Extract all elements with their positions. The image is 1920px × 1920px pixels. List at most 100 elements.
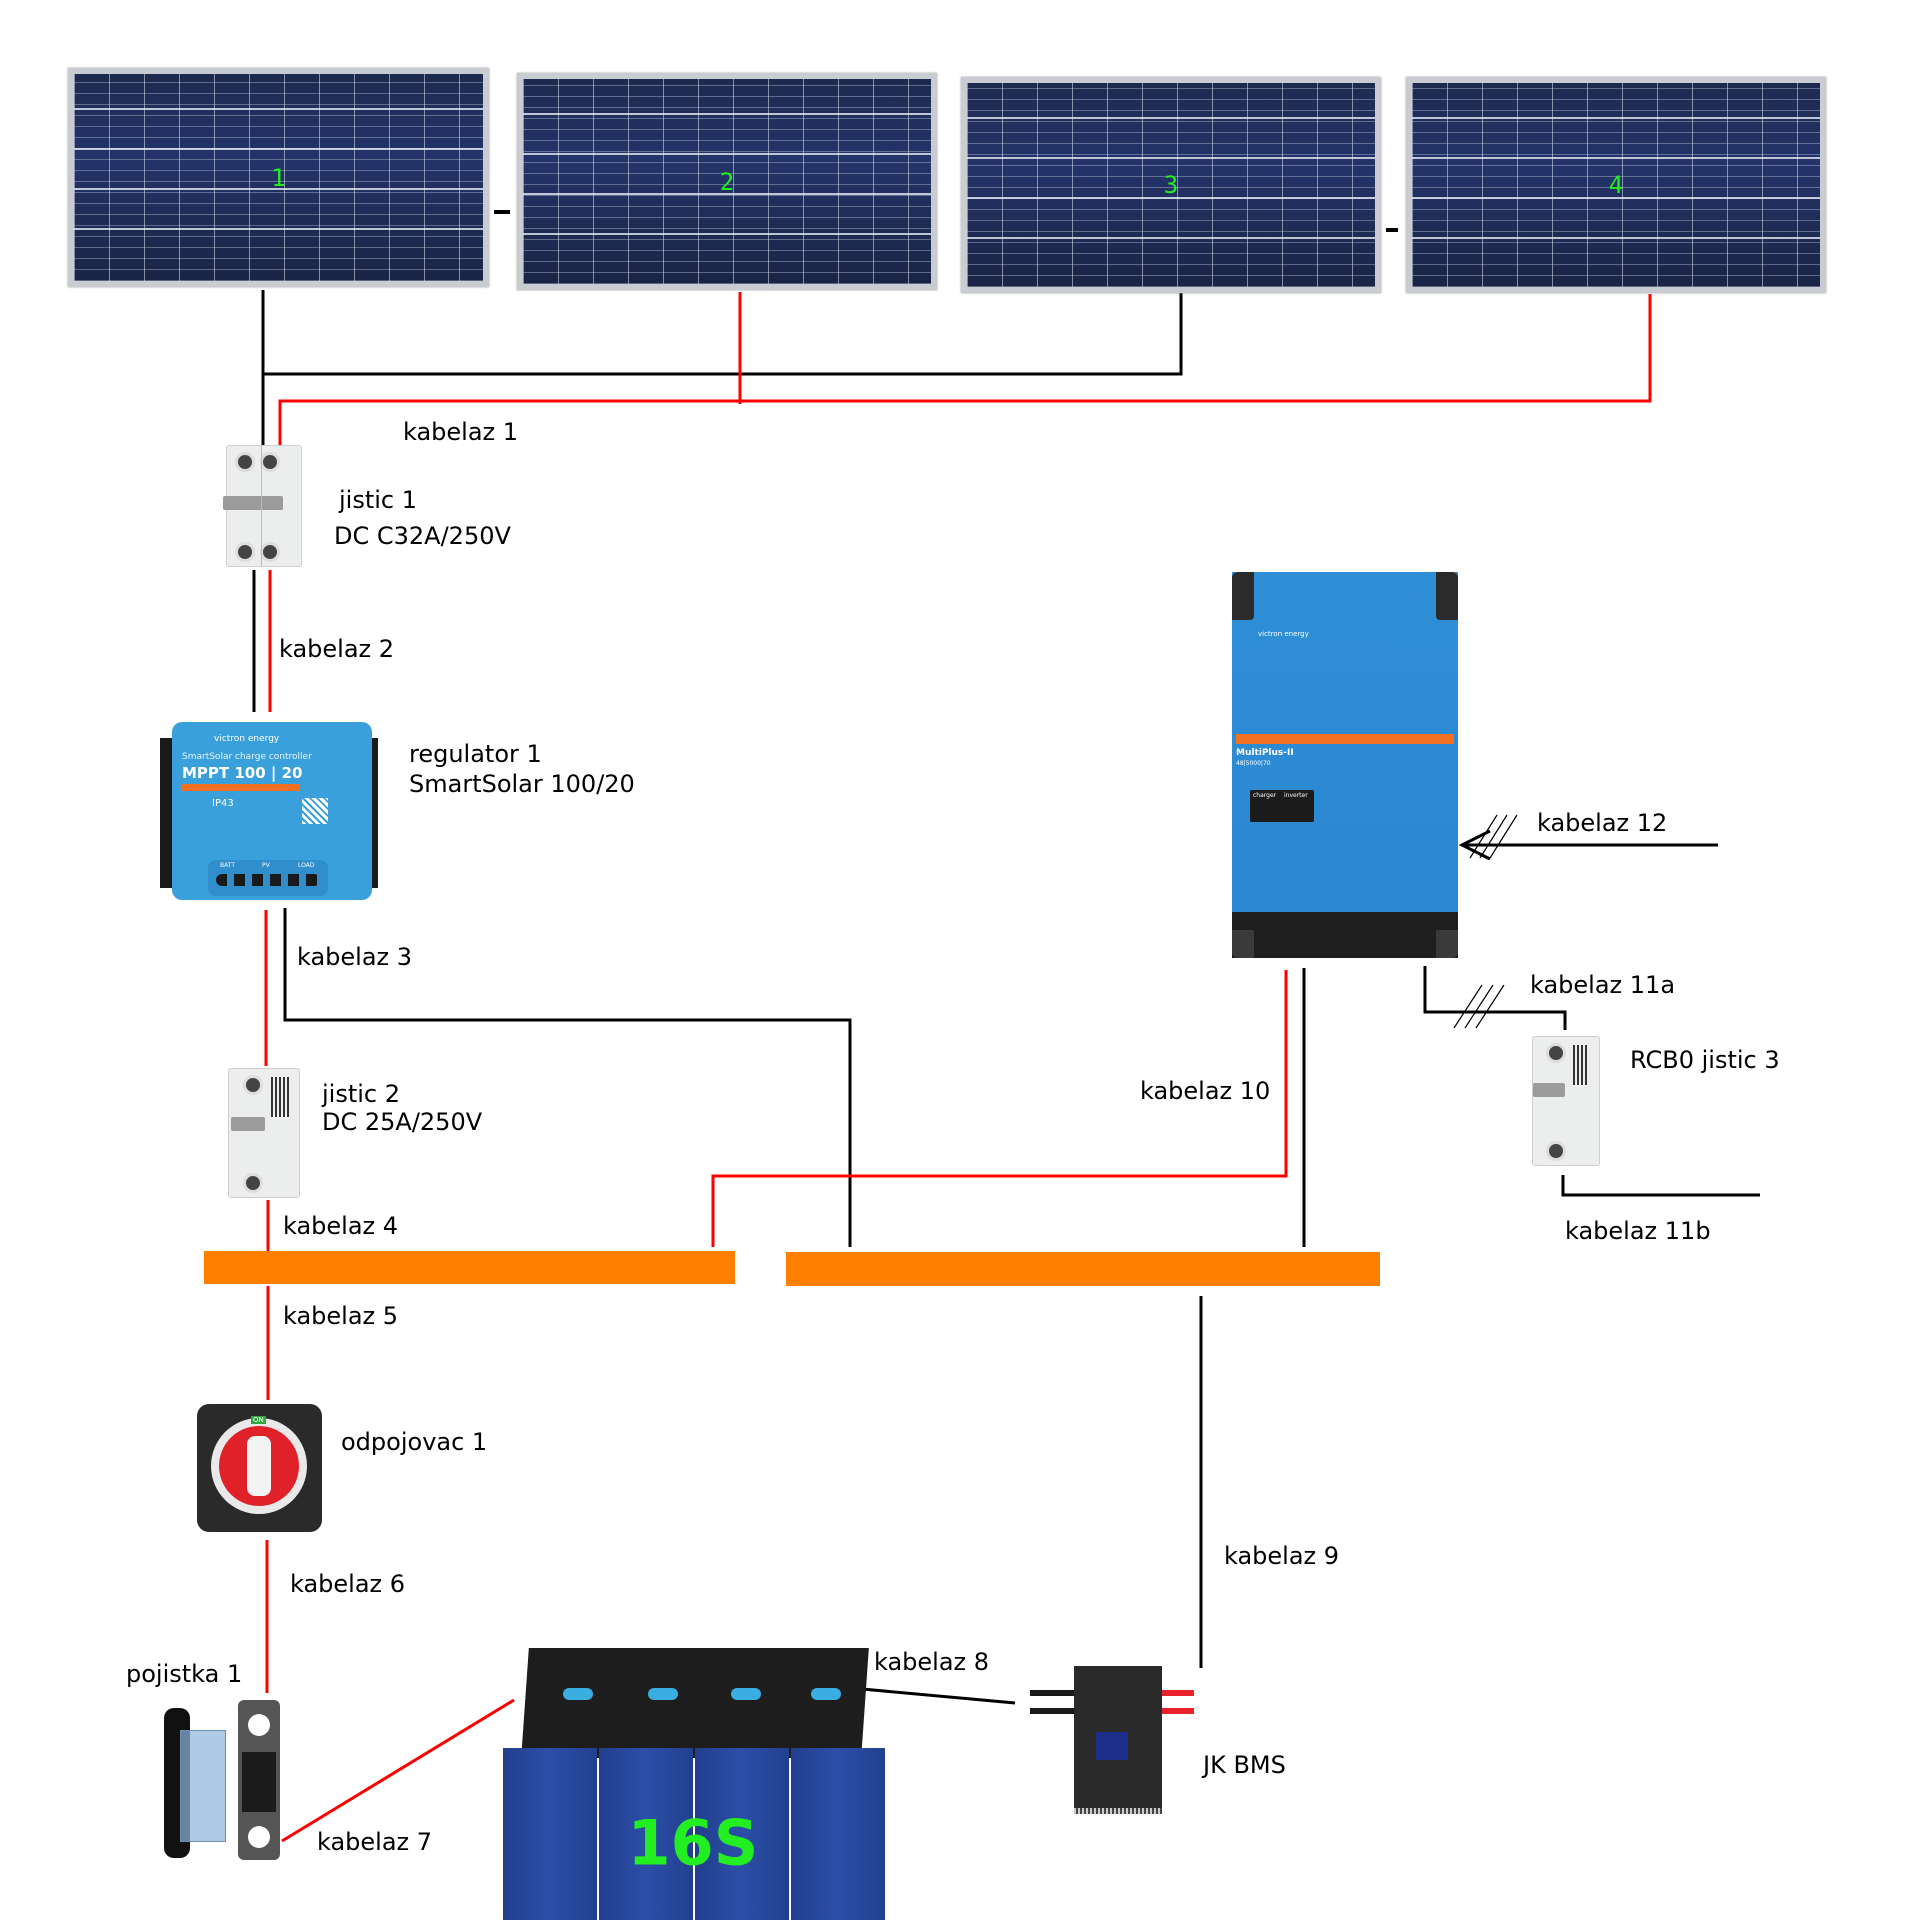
cell-vent	[563, 1688, 593, 1700]
battery-pack: 16S	[503, 1648, 885, 1920]
corner-guard	[1436, 572, 1458, 620]
solar-panel-1: 1	[68, 68, 489, 287]
led-panel-inverter: inverter	[1284, 792, 1308, 799]
inverter-base	[1232, 912, 1458, 958]
label-regulator-name: regulator 1	[409, 740, 542, 768]
led-panel-charger: charger	[1253, 792, 1277, 799]
wire-array-positive-bus	[278, 294, 1652, 445]
wire-k3-negative	[283, 908, 852, 1247]
corner-guard	[1436, 930, 1458, 958]
label-rcbo: RCB0 jistic 3	[1630, 1046, 1780, 1074]
wire-k7	[281, 1698, 515, 1843]
terminal-label-batt: BATT	[220, 862, 235, 869]
busbar-negative	[786, 1252, 1380, 1286]
label-breaker-2-rating: DC 25A/250V	[322, 1108, 483, 1136]
arrow-head-icon	[1458, 829, 1491, 861]
bms-lead-negative	[1030, 1708, 1074, 1714]
label-kabelaz-9: kabelaz 9	[1224, 1542, 1340, 1570]
panel-number: 4	[1608, 171, 1624, 199]
bms-capacitor	[1096, 1732, 1128, 1760]
model-label: MultiPlus-II	[1236, 748, 1294, 758]
label-kabelaz-1: kabelaz 1	[403, 418, 519, 446]
barcode-icon	[1573, 1045, 1589, 1085]
battery-cell	[791, 1748, 885, 1920]
brand-label: victron energy	[214, 734, 280, 744]
label-disconnect: odpojovac 1	[341, 1428, 488, 1456]
wire-k11a	[1423, 966, 1567, 1030]
label-bms: JK BMS	[1203, 1751, 1286, 1779]
label-kabelaz-11a: kabelaz 11a	[1530, 971, 1676, 999]
spec-label: 48|5000|70	[1236, 760, 1271, 767]
terminal-label-load: LOAD	[298, 862, 315, 869]
solar-panel-4: 4	[1406, 77, 1826, 293]
solar-panel-2: 2	[517, 73, 937, 290]
panel-number: 2	[719, 167, 735, 196]
charge-controller: victron energy SmartSolar charge control…	[172, 722, 372, 900]
label-breaker-1-rating: DC C32A/250V	[334, 522, 511, 550]
corner-guard	[1232, 572, 1254, 620]
fuse-link	[238, 1700, 280, 1860]
wire-k8	[861, 1687, 1016, 1705]
battery-label: 16S	[627, 1806, 759, 1880]
label-kabelaz-4: kabelaz 4	[283, 1212, 399, 1240]
wire-array-negative-bus	[263, 293, 1183, 376]
switch-handle	[247, 1436, 271, 1496]
face-model: MPPT 100 | 20	[182, 764, 303, 782]
label-regulator-model: SmartSolar 100/20	[409, 770, 635, 798]
label-fuse: pojistka 1	[126, 1660, 243, 1688]
three-phase-ticks-k12	[1469, 814, 1518, 859]
label-kabelaz-2: kabelaz 2	[279, 635, 395, 663]
fuse-holder-cover	[180, 1730, 226, 1842]
panel-number: 1	[271, 163, 286, 192]
breaker-toggle	[1533, 1083, 1565, 1097]
switch-on-label: ON	[251, 1416, 266, 1424]
cell-vent	[648, 1688, 678, 1700]
label-breaker-1-name: jistic 1	[339, 486, 418, 514]
three-phase-ticks-k11a	[1453, 984, 1505, 1029]
breaker-toggle	[231, 1117, 265, 1131]
breaker-1	[223, 445, 302, 567]
label-breaker-2-name: jistic 2	[322, 1080, 401, 1108]
bms-connector	[1074, 1808, 1162, 1814]
battery-cell	[695, 1748, 789, 1920]
breaker-2	[228, 1068, 300, 1198]
face-title: SmartSolar charge controller	[182, 752, 312, 762]
battery-disconnect-switch: ON	[197, 1404, 322, 1532]
label-kabelaz-7: kabelaz 7	[317, 1828, 433, 1856]
busbar-positive	[204, 1251, 735, 1284]
brand-label: victron energy	[1258, 630, 1309, 638]
panel-number: 3	[1163, 171, 1179, 199]
bms-lead-positive	[1162, 1690, 1194, 1696]
fuse-hole-bottom	[248, 1826, 270, 1848]
label-kabelaz-8: kabelaz 8	[874, 1648, 990, 1676]
battery-cell	[503, 1748, 597, 1920]
battery-top	[521, 1648, 869, 1758]
wire-k10-positive	[711, 970, 1288, 1247]
breaker-toggle	[223, 496, 283, 510]
jk-bms	[1074, 1666, 1162, 1814]
terminal-block: BATT PV LOAD	[208, 860, 328, 896]
rcbo-breaker	[1532, 1036, 1600, 1166]
battery-cell	[599, 1748, 693, 1920]
label-kabelaz-11b: kabelaz 11b	[1565, 1217, 1711, 1245]
corner-guard	[1232, 930, 1254, 958]
label-kabelaz-10: kabelaz 10	[1140, 1077, 1271, 1105]
qr-code-icon	[302, 798, 328, 824]
fuse-hole-top	[248, 1714, 270, 1736]
orange-stripe	[1236, 734, 1454, 744]
solar-panel-3: 3	[961, 77, 1381, 293]
cell-vent	[731, 1688, 761, 1700]
led-panel: charger inverter	[1250, 790, 1314, 822]
barcode-icon	[271, 1077, 289, 1117]
fuse-body	[242, 1752, 276, 1812]
cell-vent	[811, 1688, 841, 1700]
label-kabelaz-3: kabelaz 3	[297, 943, 413, 971]
wire-k11b	[1561, 1175, 1760, 1197]
label-kabelaz-5: kabelaz 5	[283, 1302, 399, 1330]
ip-rating: IP43	[212, 798, 234, 809]
inverter-charger: victron energy MultiPlus-II 48|5000|70 c…	[1232, 572, 1458, 958]
bms-lead-positive	[1162, 1708, 1194, 1714]
bms-lead-negative	[1030, 1690, 1074, 1696]
label-kabelaz-12: kabelaz 12	[1537, 809, 1668, 837]
